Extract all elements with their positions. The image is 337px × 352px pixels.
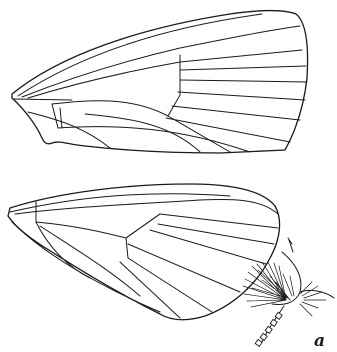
hindwing <box>8 184 280 320</box>
detail-label-a: a <box>314 331 325 351</box>
forewing-veins <box>14 14 307 152</box>
hair-tuft <box>243 262 326 316</box>
forewing <box>12 11 308 153</box>
appendage-detail: a <box>243 238 334 351</box>
segmented-antenna <box>255 306 284 346</box>
hindwing-veins <box>10 194 278 318</box>
